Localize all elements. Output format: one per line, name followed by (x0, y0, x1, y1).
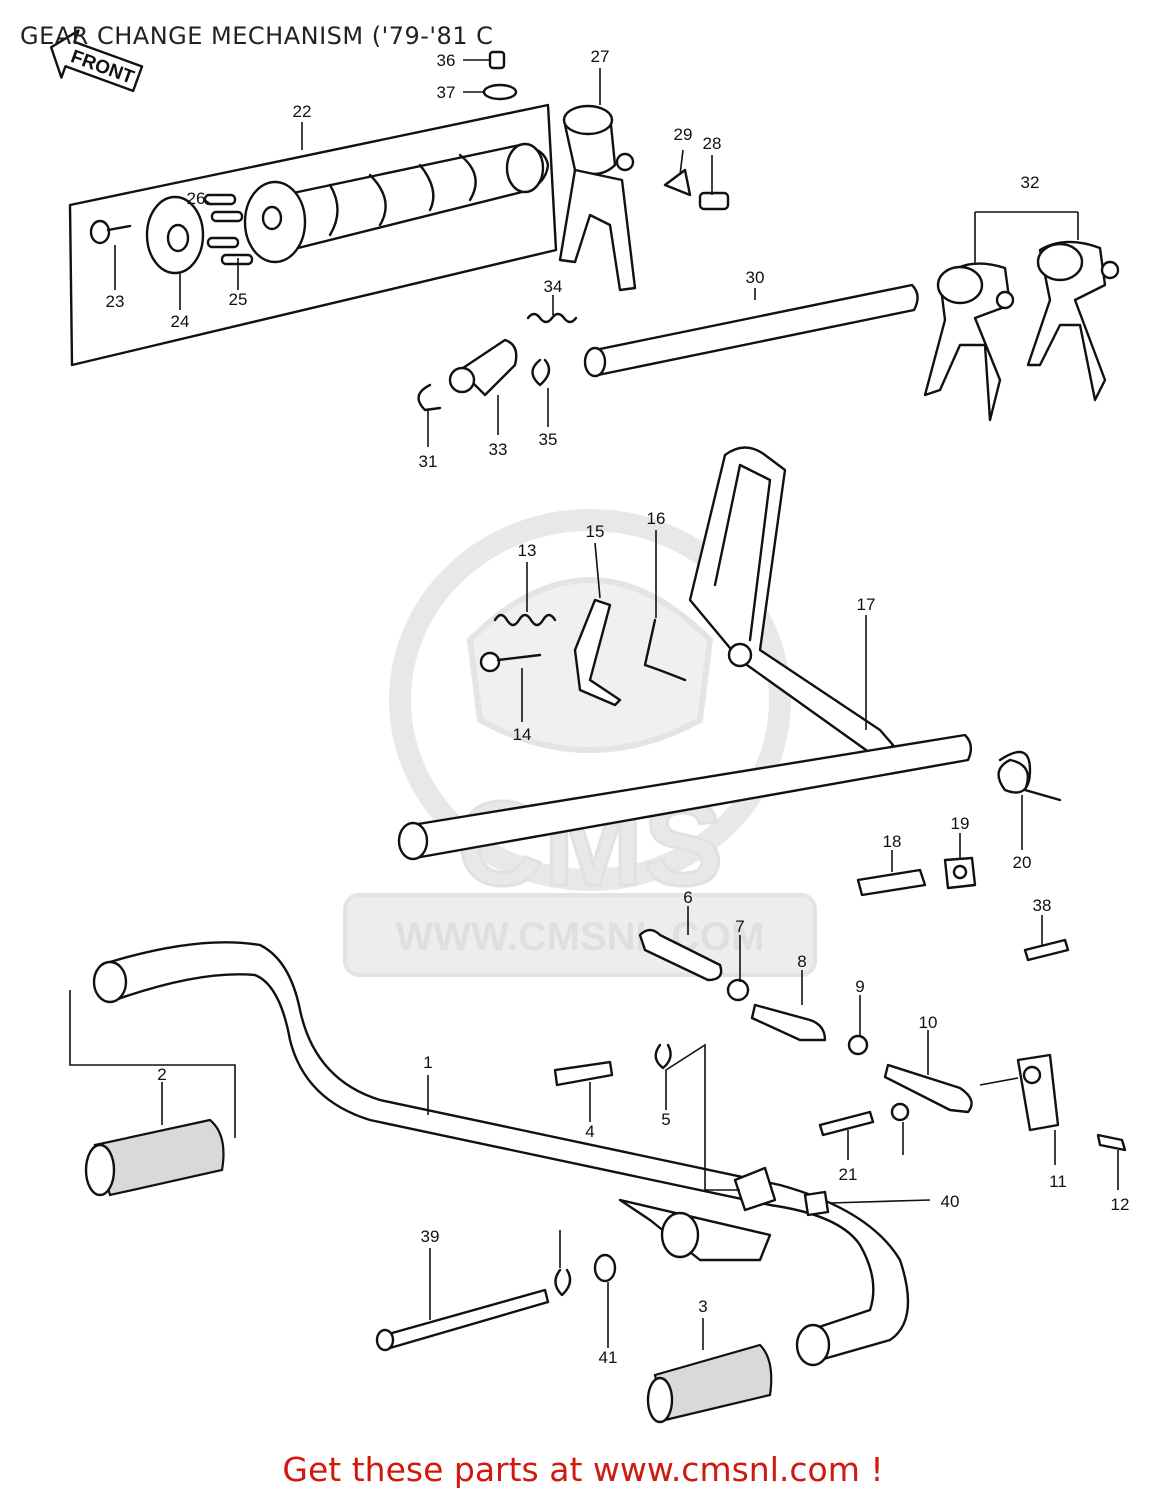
callout-17: 17 (857, 595, 876, 614)
shift-drum-pins (203, 193, 254, 266)
shift-rod (583, 283, 919, 378)
neutral-switch (482, 50, 518, 101)
shift-fork-27 (558, 104, 637, 292)
pivot-bolt (553, 1043, 672, 1087)
callout-29: 29 (674, 125, 693, 144)
callout-31: 31 (419, 452, 438, 471)
callout-15: 15 (586, 522, 605, 541)
lock-pin (663, 168, 730, 211)
callout-38: 38 (1033, 896, 1052, 915)
callout-19: 19 (951, 814, 970, 833)
callout-24: 24 (171, 312, 190, 331)
ratchet-pawl (573, 598, 687, 707)
shift-shaft (397, 446, 973, 861)
callout-35: 35 (539, 430, 558, 449)
callout-12: 12 (1111, 1195, 1130, 1214)
stud-and-nut (856, 856, 1070, 962)
callout-2: 2 (157, 1065, 166, 1084)
shift-drum-group (68, 103, 558, 367)
callout-27: 27 (591, 47, 610, 66)
callout-8: 8 (797, 952, 806, 971)
page-title: GEAR CHANGE MECHANISM ('79-'81 C (20, 22, 494, 50)
callout-32: 32 (1021, 173, 1040, 192)
callout-25: 25 (229, 290, 248, 309)
callout-4: 4 (585, 1122, 594, 1141)
shift-drum (243, 142, 550, 264)
shift-linkage (638, 928, 1127, 1152)
callout-5: 5 (661, 1110, 670, 1129)
shift-drum-plate (145, 195, 205, 275)
callout-11: 11 (1049, 1172, 1067, 1191)
callout-26: 26 (187, 189, 206, 208)
shift-pedal (92, 941, 910, 1367)
return-spring (479, 613, 557, 673)
callout-7: 7 (735, 917, 744, 936)
callout-37: 37 (437, 83, 456, 102)
callout-41: 41 (599, 1348, 618, 1367)
callout-14: 14 (513, 725, 532, 744)
footer-link[interactable]: Get these parts at www.cmsnl.com ! (282, 1450, 884, 1489)
shift-detent-parts (417, 312, 578, 412)
pedal-rubber-2 (84, 1118, 225, 1197)
callout-22: 22 (293, 102, 312, 121)
callout-20: 20 (1013, 853, 1032, 872)
callout-18: 18 (883, 832, 902, 851)
callout-3: 3 (698, 1297, 707, 1316)
callout-16: 16 (647, 509, 666, 528)
callout-9: 9 (855, 977, 864, 996)
drum-screw (89, 219, 132, 245)
centering-spring (997, 750, 1062, 802)
callout-39: 39 (421, 1227, 440, 1246)
watermark-url: WWW.CMSNL.COM (396, 915, 765, 959)
callout-23: 23 (106, 292, 125, 311)
pedal-rubber-3 (646, 1343, 773, 1424)
leader-lines (69, 59, 1119, 1350)
callout-30: 30 (746, 268, 765, 287)
callout-numbers: 1 2 3 4 5 6 7 8 9 10 11 12 13 14 15 16 1… (106, 47, 1130, 1367)
callout-13: 13 (518, 541, 537, 560)
callout-40: 40 (941, 1192, 960, 1211)
callout-10: 10 (919, 1013, 938, 1032)
callout-28: 28 (703, 134, 722, 153)
callout-21: 21 (839, 1165, 858, 1184)
footer-banner: Get these parts at www.cmsnl.com ! (0, 1450, 1166, 1489)
callout-1: 1 (423, 1053, 432, 1072)
pedal-bolt (375, 1190, 830, 1352)
callout-36: 36 (437, 51, 456, 70)
callout-34: 34 (544, 277, 563, 296)
callout-33: 33 (489, 440, 508, 459)
callout-6: 6 (683, 888, 692, 907)
shift-forks-32 (923, 240, 1120, 422)
